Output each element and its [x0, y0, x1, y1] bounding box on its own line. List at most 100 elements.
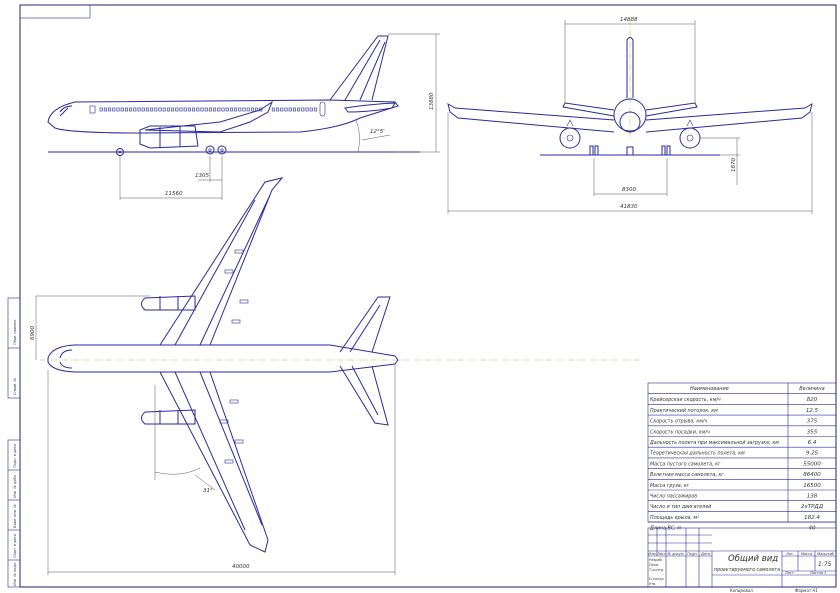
col-label: № докум.: [666, 552, 684, 556]
mass-label: Масса: [801, 552, 812, 556]
scale-value: 1:75: [818, 561, 832, 568]
col-label: Лист: [656, 552, 667, 556]
window: [196, 107, 200, 112]
window: [288, 107, 292, 112]
format-label: Формат А1: [795, 588, 818, 593]
window: [171, 107, 175, 112]
window: [108, 107, 112, 112]
row-label: Утв.: [649, 582, 656, 586]
dim-top-offset: 6900: [30, 326, 36, 340]
table-cell-name: Число пассажиров: [650, 494, 697, 500]
window: [280, 107, 284, 112]
table-cell-value: 55000: [803, 461, 821, 467]
window: [99, 107, 103, 112]
window: [238, 107, 242, 112]
window: [200, 107, 204, 112]
window: [259, 107, 263, 112]
table-cell-value: 375: [807, 419, 818, 425]
window: [204, 107, 208, 112]
copied-label: Копировал: [730, 588, 753, 593]
window: [276, 107, 280, 112]
window: [234, 107, 238, 112]
window: [137, 107, 141, 112]
window: [120, 107, 124, 112]
window: [141, 107, 145, 112]
table-cell-value: 12.5: [806, 408, 819, 414]
table-cell-value: 182.4: [804, 515, 820, 521]
flap-segment: [234, 249, 244, 254]
dim-side-height: 13880: [429, 92, 435, 110]
dim-wheelbase: 11560: [165, 191, 183, 197]
dim-tail-angle: 12°5': [370, 129, 385, 135]
table-cell-name: Масса груза, кг: [650, 483, 690, 489]
row-label: Пров.: [649, 563, 659, 567]
window: [124, 107, 128, 112]
scale-label: Масштаб: [817, 552, 834, 556]
front-view: 14888 8300 41830 1870: [447, 17, 813, 214]
window: [112, 107, 116, 112]
flap-segment: [239, 299, 249, 304]
margin-label: Взам. инв. №: [13, 504, 17, 528]
flap-segment: [231, 319, 241, 324]
table-cell-name: Площадь крыла, м²: [650, 515, 699, 521]
window: [133, 107, 137, 112]
row-label: Т.контр.: [649, 568, 664, 572]
window: [225, 107, 229, 112]
window: [297, 107, 301, 112]
window: [271, 107, 275, 112]
drawing-title: Общий вид: [728, 554, 778, 564]
margin-label: Перв. примен.: [13, 319, 17, 345]
window: [309, 107, 313, 112]
top-view: 6900 40000 31°: [30, 177, 640, 575]
window: [150, 107, 154, 112]
row-label: Разраб.: [649, 558, 663, 562]
row-label: Н.контр.: [649, 577, 665, 581]
table-cell-value: 40: [809, 526, 816, 532]
dim-length: 40000: [232, 564, 250, 570]
table-cell-name: Скорость отрыва, км/ч: [650, 419, 707, 425]
table-cell-name: Практический потолок, км: [650, 408, 718, 414]
dim-gear-track: 8300: [622, 187, 636, 193]
flap-segment: [224, 269, 234, 274]
window: [242, 107, 246, 112]
window: [305, 107, 309, 112]
flap-segment: [234, 439, 244, 444]
margin-label: Инв. № подл.: [13, 562, 17, 586]
spec-table: Наименование Величина Крейсерская скорос…: [647, 382, 837, 532]
table-cell-value: 16500: [803, 483, 821, 489]
dim-wingspan: 41830: [620, 204, 638, 210]
window: [158, 107, 162, 112]
window: [301, 107, 305, 112]
sheets-label: Листов 1: [809, 571, 826, 575]
window: [292, 107, 296, 112]
dim-sweep-angle: 31°: [203, 488, 213, 494]
window: [217, 107, 221, 112]
window: [183, 107, 187, 112]
window: [284, 107, 288, 112]
table-cell-name: Взлетная масса самолета, кг: [650, 472, 724, 478]
left-margin-stamps: Перв. примен. Справ. № Подп. и дата Инв.…: [7, 297, 21, 588]
window: [192, 107, 196, 112]
table-cell-value: 9.25: [806, 451, 819, 457]
window: [145, 107, 149, 112]
table-cell-name: Дальность полета при максимальной загруз…: [649, 440, 779, 446]
table-cell-value: 138: [807, 494, 818, 500]
col-label: Изм.: [648, 552, 656, 556]
table-cell-name: Масса пустого самолета, кг: [650, 461, 721, 467]
table-cell-name: Крейсерская скорость, км/ч: [650, 397, 721, 403]
flap-segment: [229, 399, 239, 404]
margin-label: Подп. и дата: [13, 534, 17, 558]
flap-segment: [224, 459, 234, 464]
window: [208, 107, 212, 112]
table-header-value: Величина: [799, 386, 825, 392]
window: [162, 107, 166, 112]
window: [116, 107, 120, 112]
table-cell-name: Длина ВС, м: [649, 526, 681, 532]
dim-tailplane-span: 14888: [620, 17, 638, 23]
table-cell-name: Теоретическая дальность полета, км: [650, 451, 745, 457]
lit-label: Лит.: [785, 552, 794, 556]
margin-label: Подп. и дата: [13, 444, 17, 468]
window: [187, 107, 191, 112]
table-cell-value: 6.4: [808, 440, 817, 446]
